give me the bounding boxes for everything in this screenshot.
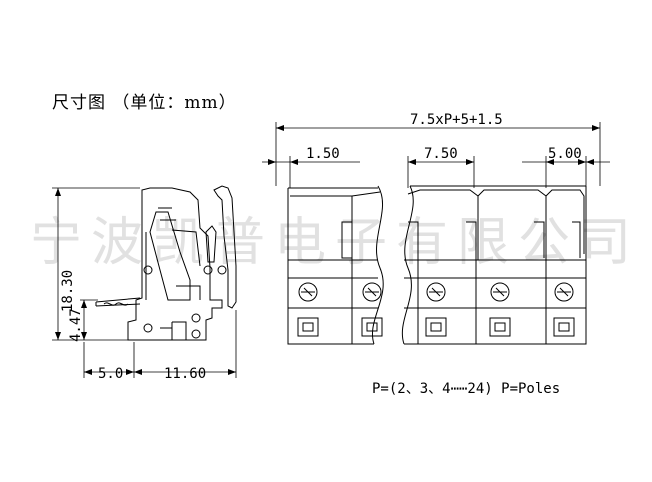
side-view-dimensions xyxy=(52,187,237,378)
front-view xyxy=(287,185,587,345)
dim-pitch-label: 7.50 xyxy=(424,146,458,162)
company-watermark: 宁波凯普电子有限公司 xyxy=(30,213,641,273)
side-view xyxy=(95,185,237,341)
dim-body-depth-label: 11.60 xyxy=(164,366,206,382)
drawing-title: 尺寸图 （单位：mm） xyxy=(52,93,237,113)
dim-right-offset-label: 5.00 xyxy=(548,146,582,162)
side-view-arrows xyxy=(55,188,236,375)
dim-left-offset-label: 1.50 xyxy=(306,146,340,162)
dim-height-label: 18.30 xyxy=(60,270,76,312)
dim-total-width-label: 7.5xP+5+1.5 xyxy=(410,112,503,128)
dim-pin-height-label: 4.47 xyxy=(68,308,84,342)
front-view-dimensions xyxy=(262,122,610,188)
dim-pin-length-label: 5.0 xyxy=(98,366,123,382)
poles-note: P=(2、3、4⋯⋯24) P=Poles xyxy=(372,381,561,397)
front-view-arrows xyxy=(268,125,600,165)
